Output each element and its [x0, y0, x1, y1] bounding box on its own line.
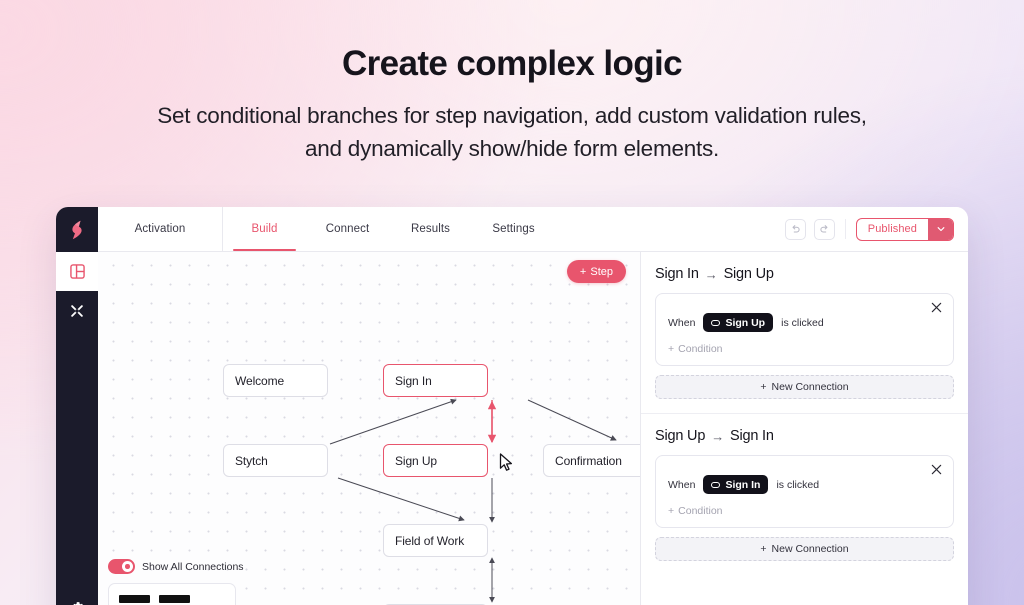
app-logo[interactable] — [56, 207, 98, 252]
node-label: Sign Up — [395, 453, 437, 468]
add-condition-plus: + — [668, 343, 675, 355]
page-title: Create complex logic — [341, 44, 683, 83]
rule-when-label: When — [668, 478, 696, 491]
minimap[interactable] — [108, 583, 236, 605]
main-column: Activation Build Connect Results Setting… — [98, 207, 968, 605]
tools-cross-icon — [71, 304, 83, 317]
connection-from: Sign In — [655, 266, 699, 282]
add-condition-plus: + — [668, 505, 675, 517]
tab-settings[interactable]: Settings — [492, 223, 535, 235]
rule-trigger-label: is clicked — [776, 478, 820, 491]
new-connection-button[interactable]: + New Connection — [655, 375, 954, 399]
node-label: Confirmation — [555, 453, 622, 468]
rule-when-label: When — [668, 316, 696, 329]
show-all-connections-row: Show All Connections — [108, 559, 244, 574]
minimap-node — [119, 595, 150, 603]
connection-section-sign-up-sign-in: Sign Up → Sign In When — [641, 413, 968, 561]
add-condition-button[interactable]: + Condition — [668, 505, 941, 517]
add-condition-label: Condition — [678, 505, 723, 517]
connection-to: Sign Up — [723, 266, 774, 282]
arrow-right-icon: → — [711, 428, 724, 444]
workspace: + Step — [98, 252, 968, 605]
new-connection-label: New Connection — [771, 543, 849, 555]
publish-dropdown-button[interactable] — [928, 218, 953, 240]
page-subtitle: Set conditional branches for step naviga… — [0, 100, 1024, 165]
show-all-connections-label: Show All Connections — [142, 560, 244, 573]
minimap-row — [119, 595, 225, 603]
publish-button-group[interactable]: Published — [855, 217, 954, 241]
connection-from: Sign Up — [655, 428, 706, 444]
rule-expression: When Sign Up is clicked — [668, 313, 941, 332]
node-label: Sign In — [395, 373, 432, 388]
undo-button[interactable] — [784, 218, 806, 240]
button-element-icon — [711, 481, 721, 488]
button-element-icon — [711, 319, 721, 326]
app-window: Activation Build Connect Results Setting… — [56, 207, 968, 605]
node-label: Field of Work — [395, 533, 465, 548]
node-field-of-work[interactable]: Field of Work — [383, 524, 488, 557]
node-sign-up[interactable]: Sign Up — [383, 444, 488, 477]
connection-section-sign-in-sign-up: Sign In → Sign Up When — [641, 252, 968, 399]
toolbar-actions: Published — [784, 207, 968, 251]
redo-button[interactable] — [813, 218, 835, 240]
flow-canvas[interactable]: + Step — [98, 252, 640, 605]
tab-connect[interactable]: Connect — [325, 223, 370, 235]
add-condition-label: Condition — [678, 343, 723, 355]
logic-panel: Sign In → Sign Up When — [640, 252, 968, 605]
tab-activation[interactable]: Activation — [98, 207, 223, 251]
connection-edges — [329, 398, 617, 603]
toolbar-divider — [844, 219, 846, 239]
undo-icon — [792, 224, 800, 233]
connection-title: Sign In → Sign Up — [655, 266, 954, 282]
sidebar-item-build[interactable] — [56, 252, 98, 291]
arrow-right-icon: → — [704, 266, 718, 282]
flowbird-logo-icon — [71, 220, 82, 239]
new-connection-plus: + — [760, 543, 767, 555]
remove-rule-button[interactable] — [930, 463, 944, 477]
node-confirmation[interactable]: Confirmation — [543, 444, 640, 477]
chevron-down-icon — [937, 227, 944, 232]
new-connection-button[interactable]: + New Connection — [655, 537, 954, 561]
connection-to: Sign In — [730, 428, 774, 444]
page-subtitle-line-2: and dynamically show/hide form elements. — [305, 135, 719, 161]
node-sign-in[interactable]: Sign In — [383, 364, 488, 397]
new-connection-plus: + — [760, 381, 767, 393]
node-label: Welcome — [235, 373, 285, 388]
sidebar-item-tools[interactable] — [56, 291, 98, 330]
rule-card: When Sign Up is clicked + Condition — [655, 293, 954, 366]
hero-section: Create complex logic Set conditional bra… — [0, 0, 1024, 166]
redo-icon — [820, 224, 828, 233]
connection-title: Sign Up → Sign In — [655, 428, 954, 444]
rule-trigger-label: is clicked — [781, 316, 824, 329]
tab-build[interactable]: Build — [223, 207, 306, 251]
add-step-button[interactable]: + Step — [566, 260, 626, 283]
page-subtitle-line-1: Set conditional branches for step naviga… — [157, 103, 867, 129]
close-icon — [931, 464, 942, 475]
rule-element-label: Sign Up — [725, 316, 766, 329]
rule-element-chip[interactable]: Sign Up — [703, 313, 774, 332]
close-icon — [931, 302, 942, 313]
new-connection-label: New Connection — [771, 381, 849, 393]
rule-element-chip[interactable]: Sign In — [703, 475, 769, 494]
remove-rule-button[interactable] — [930, 301, 944, 315]
minimap-node — [159, 595, 190, 603]
node-stytch[interactable]: Stytch — [223, 444, 328, 477]
add-step-plus: + — [579, 265, 587, 278]
show-all-connections-toggle[interactable] — [108, 559, 135, 574]
top-toolbar: Activation Build Connect Results Setting… — [98, 207, 968, 252]
grid-layout-icon — [69, 264, 85, 279]
node-label: Stytch — [235, 453, 268, 468]
add-condition-button[interactable]: + Condition — [668, 343, 941, 355]
rule-expression: When Sign In is clicked — [668, 475, 941, 494]
nav-tabs: Activation Build Connect Results Setting… — [98, 207, 555, 251]
rule-card: When Sign In is clicked + Condition — [655, 455, 954, 528]
tab-results[interactable]: Results — [410, 223, 451, 235]
sidebar-item-settings[interactable] — [56, 587, 98, 605]
add-step-label: Step — [590, 265, 613, 278]
rule-element-label: Sign In — [725, 478, 761, 491]
left-rail — [56, 207, 98, 605]
publish-status-label: Published — [867, 223, 917, 235]
gear-icon — [72, 601, 83, 605]
node-welcome[interactable]: Welcome — [223, 364, 328, 397]
